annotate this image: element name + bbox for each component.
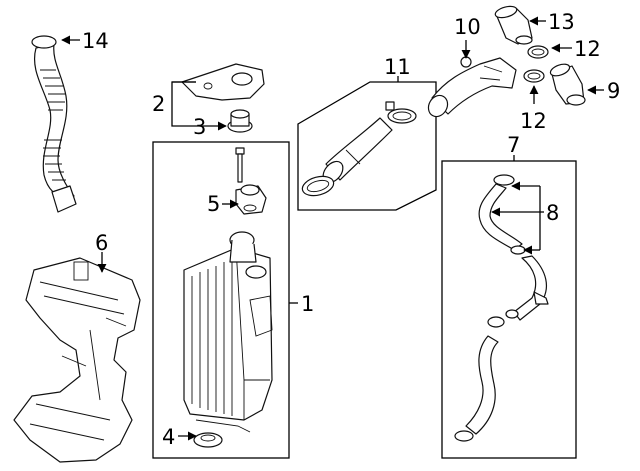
intercooler-group-box xyxy=(152,141,290,459)
part-11-clamp-lower xyxy=(301,175,335,197)
part-9-elbow xyxy=(549,63,586,106)
part-12-clamp-lower xyxy=(523,69,545,83)
part-7-upper-hose xyxy=(478,174,526,255)
callout-9: 9 xyxy=(607,79,620,103)
part-11-clamp-upper xyxy=(385,101,417,124)
callout-8: 8 xyxy=(546,201,559,225)
part-4-grommet xyxy=(193,432,223,448)
part-bolt xyxy=(235,147,245,183)
part-5-sensor xyxy=(235,184,267,215)
part-6-air-duct xyxy=(13,257,141,463)
part-14-intake-hose xyxy=(31,35,77,213)
part-2-bracket xyxy=(181,63,265,101)
callout-3: 3 xyxy=(193,115,206,139)
part-13-coupling xyxy=(494,5,533,45)
coolant-hose-group-box xyxy=(441,160,577,459)
part-10-pipe xyxy=(427,56,517,118)
callout-4: 4 xyxy=(162,425,175,449)
callout-2: 2 xyxy=(152,92,165,116)
callout-14: 14 xyxy=(82,29,109,53)
part-1-intercooler xyxy=(183,231,273,433)
callout-12a: 12 xyxy=(574,37,601,61)
part-7-lower-hose xyxy=(454,316,505,442)
callout-12b: 12 xyxy=(520,109,547,133)
callout-1: 1 xyxy=(301,292,314,316)
callout-11: 11 xyxy=(384,55,411,79)
part-12-clamp-upper xyxy=(527,45,549,59)
part-7-middle-hose xyxy=(505,255,549,321)
callout-13: 13 xyxy=(548,10,575,34)
hose-group-box xyxy=(297,81,437,211)
callout-5: 5 xyxy=(207,192,220,216)
callout-6: 6 xyxy=(95,231,108,255)
part-3-grommet xyxy=(227,109,253,133)
callout-7: 7 xyxy=(507,133,520,157)
callout-10: 10 xyxy=(454,15,481,39)
part-11-hose xyxy=(322,117,393,184)
